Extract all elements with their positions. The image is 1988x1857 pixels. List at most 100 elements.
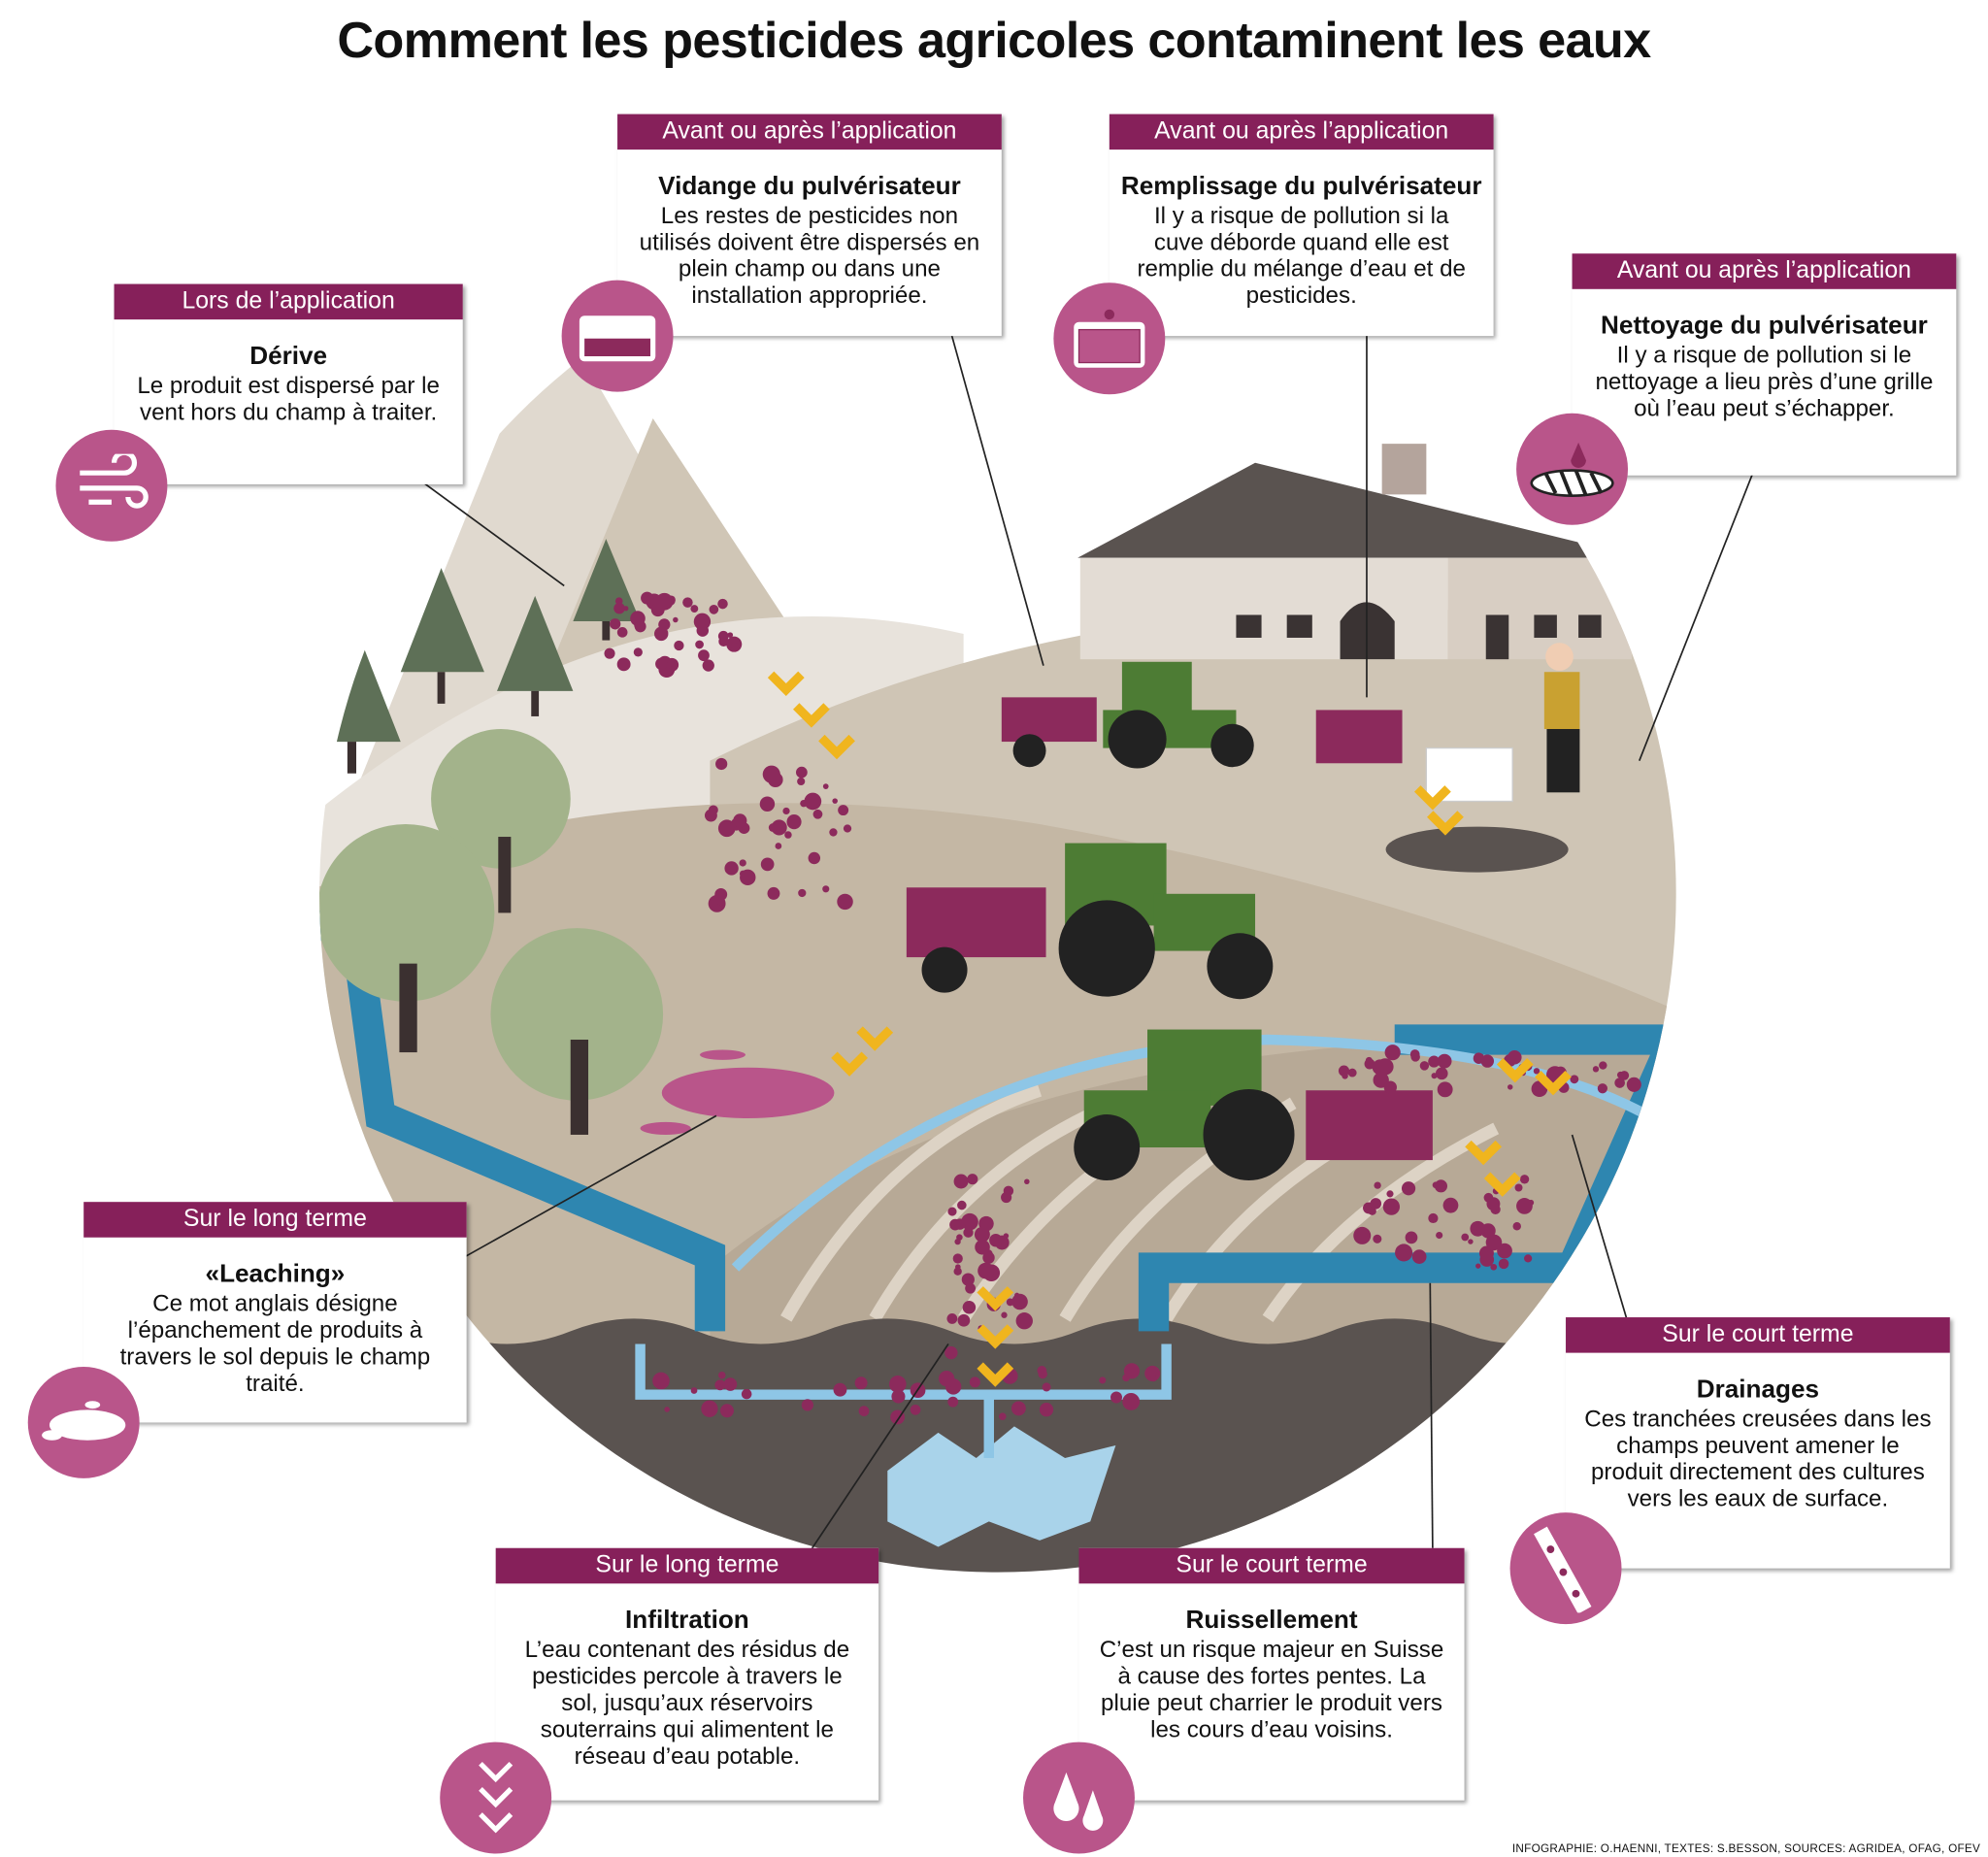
pesticide-droplet — [798, 888, 807, 898]
pesticide-droplet — [1435, 1067, 1448, 1080]
pesticide-droplet — [1597, 1083, 1607, 1094]
pesticide-droplet — [977, 1262, 995, 1279]
pesticide-droplet — [998, 1412, 1007, 1420]
pesticide-droplet — [812, 809, 823, 819]
pesticide-droplet — [715, 757, 728, 771]
pesticide-droplet — [1013, 1292, 1020, 1298]
chevron-mark — [767, 671, 805, 696]
callout-body: Ce mot anglais désigne l’épanchement de … — [119, 1289, 431, 1397]
tractor-sprayer — [906, 843, 1274, 1000]
pesticide-droplet — [982, 1251, 995, 1264]
pesticide-droplet — [647, 595, 654, 602]
pesticide-droplet — [1001, 1311, 1008, 1318]
pesticide-droplet — [1149, 1375, 1157, 1382]
pesticide-droplet — [616, 657, 631, 672]
pesticide-droplet — [1472, 1229, 1477, 1235]
callout-title: «Leaching» — [205, 1260, 346, 1288]
pesticide-droplet — [1442, 1197, 1459, 1213]
pesticide-droplet — [954, 1218, 966, 1230]
wind-icon — [55, 429, 168, 542]
pesticide-droplet — [690, 605, 699, 613]
chevron-mark — [1483, 1172, 1521, 1197]
callout-title: Nettoyage du pulvérisateur — [1601, 312, 1928, 341]
callout-title: Infiltration — [625, 1606, 749, 1635]
leaching-puddle — [640, 1049, 835, 1135]
pesticide-droplet — [633, 647, 643, 657]
pesticide-droplet — [1039, 1403, 1054, 1417]
pesticide-droplet — [690, 1387, 698, 1394]
pesticide-droplet — [718, 636, 729, 647]
pesticide-droplet — [822, 885, 830, 893]
pesticide-droplet — [1364, 1058, 1375, 1070]
flow-chevrons — [767, 671, 1572, 1387]
pesticide-droplet — [717, 598, 728, 610]
pesticide-droplet — [796, 766, 808, 779]
pesticide-droplet — [1003, 1185, 1014, 1197]
chevrons-down-icon — [440, 1741, 552, 1854]
pesticide-droplet — [1473, 1052, 1485, 1064]
pesticide-droplet — [1110, 1391, 1122, 1404]
leader-lines — [421, 331, 1755, 1554]
pesticide-droplet — [1011, 1293, 1028, 1310]
pesticide-droplet — [1437, 1053, 1452, 1069]
pesticide-droplet — [616, 627, 628, 638]
pesticide-droplet — [808, 851, 821, 865]
callout-body: Il y a risque de pollution si la cuve dé… — [1137, 201, 1466, 309]
pesticide-droplet — [717, 1371, 726, 1379]
callout-leaching: Sur le long terme «Leaching» Ce mot angl… — [83, 1202, 467, 1423]
pesticide-droplet — [1405, 1231, 1418, 1244]
pesticide-droplet — [1373, 1234, 1382, 1244]
pesticide-droplet — [1486, 1197, 1501, 1211]
pesticide-droplet — [760, 857, 775, 872]
callout-title: Dérive — [249, 342, 328, 371]
pesticide-droplet — [1470, 1220, 1486, 1237]
callout-drainages: Sur le court terme Drainages Ces tranché… — [1566, 1317, 1950, 1569]
tank-icon — [561, 280, 674, 392]
chevron-mark — [818, 734, 855, 760]
pesticide-droplet — [698, 649, 710, 662]
field-lower — [710, 1037, 1676, 1395]
pesticide-droplet — [714, 1379, 726, 1391]
pesticide-droplet — [733, 813, 747, 828]
callout-nettoyage: Avant ou après l’application Nettoyage d… — [1572, 253, 1957, 476]
pesticide-droplet — [693, 613, 712, 631]
pesticide-droplet — [843, 824, 852, 833]
pesticide-droplet — [961, 1273, 975, 1286]
pesticide-droplet — [1038, 1369, 1047, 1379]
pesticide-droplet — [955, 1264, 961, 1270]
pesticide-droplet — [829, 828, 838, 837]
pesticide-droplet — [664, 1407, 670, 1412]
pesticide-droplet — [910, 1404, 921, 1415]
pesticide-droplet — [1533, 1068, 1541, 1075]
chevron-mark — [856, 1026, 894, 1051]
chevron-mark — [1413, 785, 1451, 811]
pesticide-droplet — [1592, 1066, 1600, 1073]
pesticide-droplet — [741, 1388, 752, 1400]
callout-header: Avant ou après l’application — [1109, 114, 1494, 150]
pesticide-droplet — [695, 640, 704, 649]
pesticide-droplet — [1626, 1077, 1641, 1092]
callout-header: Sur le court terme — [1566, 1317, 1950, 1353]
pesticide-droplet — [1011, 1401, 1026, 1416]
pesticide-droplet — [822, 783, 829, 789]
pesticide-droplet — [953, 1174, 969, 1189]
pesticide-droplet — [1370, 1198, 1382, 1210]
tank-fill-icon — [1053, 282, 1166, 395]
pesticide-droplet — [969, 1376, 980, 1388]
chevron-mark — [792, 703, 830, 728]
pesticide-droplet — [947, 1207, 957, 1216]
pesticide-droplet — [1411, 1249, 1427, 1264]
pesticide-droplet — [701, 1400, 718, 1417]
credit-line: INFOGRAPHIE: O.HAENNI, TEXTES: S.BESSON,… — [1511, 1841, 1981, 1855]
pesticide-droplet — [1401, 1181, 1416, 1196]
pesticide-droplet — [768, 823, 778, 832]
pesticide-droplet — [804, 792, 822, 811]
drain-grate-icon — [1516, 413, 1629, 525]
pesticide-droplet — [1436, 1231, 1443, 1240]
pesticide-droplet — [1519, 1175, 1530, 1184]
pesticide-droplet — [1498, 1258, 1509, 1270]
pesticide-droplet — [775, 843, 782, 849]
pesticide-droplet — [1461, 1233, 1470, 1242]
callout-title: Vidange du pulvérisateur — [658, 172, 961, 201]
pesticide-droplet — [1003, 1233, 1010, 1239]
